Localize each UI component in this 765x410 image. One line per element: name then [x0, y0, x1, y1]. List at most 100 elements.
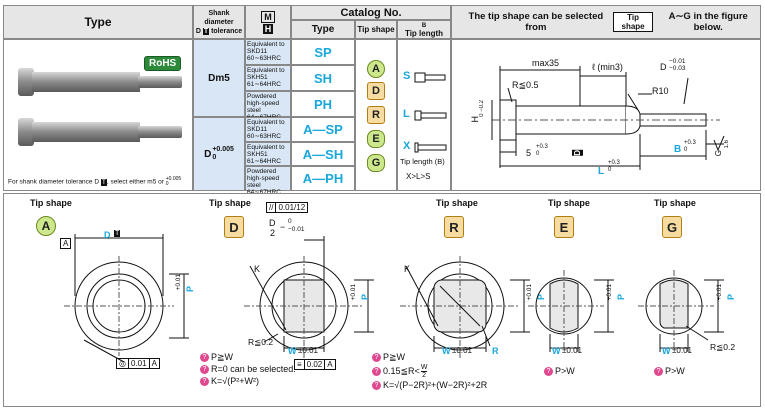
material-code-table: Equivalent to SKD11 60∼63HRC Equivalent …	[245, 39, 355, 196]
tip-len-note: Tip length (B)	[400, 157, 445, 166]
a-conc-tol: 0.01	[129, 359, 150, 368]
r-note-num: W	[420, 364, 428, 372]
material-cell: Equivalent to SKH51 61∼64HRC	[245, 65, 291, 91]
d-tol-bot: −0.01	[288, 226, 305, 233]
note-icon: ?	[200, 377, 209, 387]
header-type-label: Type	[84, 15, 112, 29]
shape-d-icon: D	[367, 82, 385, 100]
tol-plus-bot: 0	[212, 154, 217, 161]
note-icon: ?	[372, 381, 381, 391]
dim-h-tol: 0 −0.2	[479, 100, 485, 117]
catalog-code: SH	[291, 65, 355, 91]
catalog-code: A—PH	[291, 166, 355, 191]
d-par-tol: 0.01/12	[278, 203, 306, 212]
e-note: P>W	[555, 366, 575, 376]
r-dim-w-tol: ±0.01	[452, 346, 472, 355]
dim-h: H	[470, 116, 480, 123]
right-note-pre: The tip shape can be selected from	[468, 11, 604, 33]
pin-drawing-cell: max35 ℓ (min3) D −0.01 −0.03 R≦0.5 R10 H…	[451, 39, 761, 191]
d-dim-w-tol: ±0.01	[298, 346, 318, 355]
d-note: K=√(P²+W²)	[211, 376, 259, 386]
g-dim-w: W	[662, 346, 671, 356]
shape-r-drawing	[400, 256, 530, 360]
dim-lmin: ℓ (min3)	[592, 62, 623, 72]
header-type: Type	[3, 5, 193, 39]
t-icon: T	[100, 178, 107, 186]
catalog-code: A—SH	[291, 142, 355, 166]
product-photo-cell: RoHS For shank diameter tolerance D T, s…	[3, 39, 193, 191]
r-dim-r: R	[492, 346, 499, 356]
dim-l-tol: +0.3 0	[608, 160, 620, 173]
tip-shape-title-a: Tip shape	[30, 198, 72, 208]
catalog-no-label: Catalog No.	[340, 6, 402, 19]
shape-d-drawing	[244, 236, 374, 360]
tol-m5-cell: Dm5	[193, 39, 245, 117]
dim-b: B	[674, 144, 682, 155]
d-dim-k: K	[254, 264, 261, 274]
r-note: 0.15≦R<	[383, 366, 420, 376]
a-dim-d: D	[104, 230, 111, 240]
tip-l-icon	[414, 110, 447, 121]
a-concentricity: ◎ 0.01 A	[116, 358, 160, 369]
header-mh: M H	[245, 5, 291, 39]
tip-shape-title-r: Tip shape	[436, 198, 478, 208]
shank-diameter-label: Shank diameter	[204, 9, 234, 26]
g-dim-w-tol: ±0.01	[672, 346, 692, 355]
cat-type-label: Type	[311, 24, 335, 35]
catalog-code: PH	[291, 91, 355, 117]
shape-e-badge: E	[554, 216, 574, 238]
d-notes: ?P≧W ?R=0 can be selected. ?K=√(P²+W²)	[200, 352, 296, 387]
dim-g-sup: 1.6	[724, 140, 730, 149]
d-label: D	[195, 27, 201, 35]
g-notes: ?P>W	[654, 366, 685, 377]
tip-len-l: L	[403, 108, 410, 120]
d-dim-p: P	[360, 294, 370, 301]
dim-d: D	[660, 62, 667, 72]
pin-photo-2	[18, 118, 182, 146]
material-cell: Powdered high-speed steel 64∼67HRC	[245, 166, 291, 196]
e-dim-p: P	[616, 294, 626, 301]
d-dim-half: 2	[270, 228, 276, 238]
pin-photo-1	[18, 68, 182, 96]
shank-note: For shank diameter tolerance D T, select…	[8, 177, 181, 187]
t-icon: T	[202, 27, 210, 35]
material-cell: Equivalent to SKD11 60∼63HRC	[245, 39, 291, 65]
d-note: R=0 can be selected.	[211, 364, 296, 374]
tip-shape-box: Tip shape	[612, 12, 654, 32]
note-icon: ?	[544, 367, 553, 377]
a-conc-ref: A	[151, 359, 157, 368]
d-tol-top: 0	[288, 218, 292, 225]
dim-l: L	[598, 166, 605, 177]
shape-e-drawing	[528, 270, 614, 352]
right-note-post: A∼G in the figure below.	[668, 11, 748, 33]
tip-shape-title-g: Tip shape	[654, 198, 696, 208]
header-right-note: The tip shape can be selected from Tip s…	[451, 5, 761, 39]
dim-g: G	[714, 150, 723, 157]
note-icon: ?	[200, 365, 209, 375]
shank-tol-bot: 0	[165, 181, 169, 187]
pin-drawing	[491, 66, 725, 170]
a-dim-p-tol: +0.01	[175, 274, 182, 291]
dim-r10: R10	[652, 86, 669, 96]
dim-max35: max35	[532, 58, 560, 68]
note-icon: ?	[200, 353, 209, 363]
e-notes: ?P>W	[544, 366, 575, 377]
tip-s-icon	[414, 72, 446, 83]
shank-note-text: For shank diameter tolerance D	[8, 178, 100, 186]
tip-length-label: Tip length	[404, 28, 444, 38]
r-dim-w: W	[442, 346, 451, 356]
shape-g-icon: G	[367, 154, 385, 172]
tip-shape-section: Tip shape A A D T P +0.01 ◎	[3, 193, 761, 407]
dim-d-tol-top: −0.01	[669, 58, 686, 65]
d-sym-tol: 0.02	[305, 360, 326, 369]
note-icon: ?	[372, 367, 381, 376]
tolerance-label: tolerance	[211, 27, 243, 35]
header-cat-type: Type	[291, 20, 355, 39]
d-symmetry: ≡ 0.02 A	[294, 359, 336, 370]
t-icon: T	[114, 230, 121, 237]
e-dim-p-tol: +0.01	[606, 284, 613, 301]
dim-5: 5	[526, 148, 532, 158]
m-label: M	[261, 10, 275, 23]
d-parallel: // 0.01/12	[266, 202, 309, 213]
